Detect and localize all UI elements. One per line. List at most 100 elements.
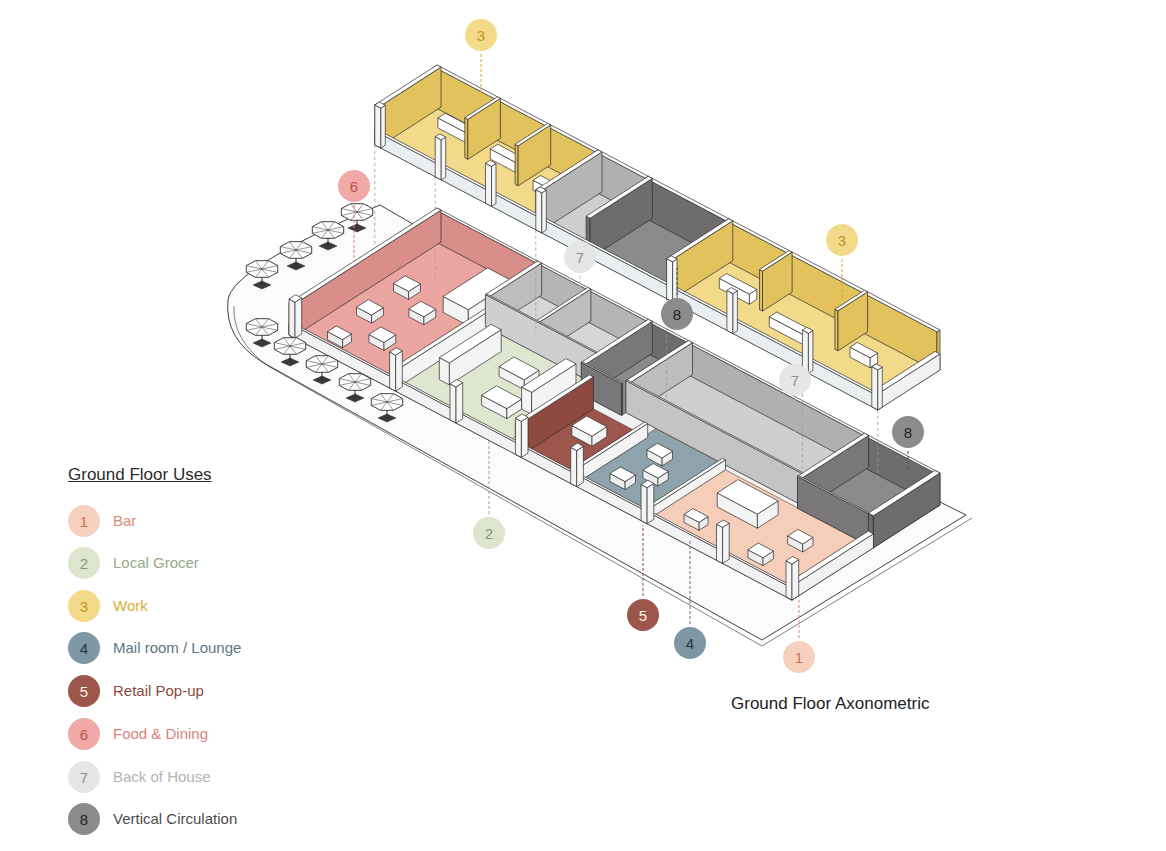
umbrella-rib — [355, 379, 371, 382]
interior-element — [394, 276, 421, 292]
callout-circle: 1 — [783, 641, 815, 673]
column — [542, 190, 547, 233]
legend-number: 6 — [80, 727, 88, 742]
umbrella-rib — [357, 209, 373, 212]
callout-circle: 8 — [661, 298, 693, 330]
umbrella-rib — [322, 361, 338, 364]
column — [786, 557, 799, 565]
umbrella-rib — [322, 222, 329, 230]
interior-element — [328, 326, 352, 340]
site-ground — [228, 205, 966, 640]
legend-heading: Ground Floor Uses — [68, 465, 212, 485]
column — [641, 480, 654, 488]
callout-number: 8 — [904, 425, 912, 440]
end-wall — [873, 351, 940, 394]
interior-element — [586, 176, 652, 218]
column — [390, 348, 403, 356]
leader-line — [799, 598, 800, 638]
wall — [434, 65, 598, 152]
front-wall — [289, 323, 792, 600]
interior-element — [719, 274, 757, 295]
projection-line — [435, 177, 436, 280]
interior-element — [717, 480, 778, 515]
callout-number: 3 — [838, 233, 846, 248]
column — [435, 134, 446, 140]
column — [571, 447, 577, 486]
interior-element — [667, 219, 733, 261]
leader-line — [690, 540, 691, 624]
callout-number: 6 — [350, 179, 358, 194]
column — [289, 295, 302, 303]
front-wall — [289, 322, 794, 588]
leader-line — [677, 268, 678, 295]
column — [733, 291, 737, 334]
site-edge — [234, 306, 972, 646]
legend-swatch: 4 — [68, 632, 100, 664]
column — [641, 485, 647, 524]
interior-element — [748, 543, 774, 558]
column — [802, 327, 813, 333]
callout-number: 4 — [686, 636, 694, 651]
leader-line — [580, 276, 581, 298]
umbrella-rib — [290, 346, 297, 354]
column — [727, 290, 733, 333]
callout-number: 7 — [791, 373, 799, 388]
legend-text: Retail Pop-up — [113, 682, 204, 700]
interior-element — [536, 288, 591, 323]
umbrella-rib — [306, 364, 322, 367]
umbrella-rib — [328, 230, 335, 238]
end-wall — [868, 470, 940, 515]
interior-element — [610, 467, 636, 482]
umbrella-rib — [274, 346, 290, 349]
interior-element — [644, 460, 725, 522]
column — [390, 352, 396, 391]
interior-element — [482, 386, 522, 409]
legend-text: Work — [113, 597, 148, 615]
interior-element — [647, 443, 673, 458]
umbrella-rib — [387, 402, 394, 410]
end-wall — [792, 534, 873, 600]
interior-element — [850, 342, 878, 357]
umbrella-rib — [355, 382, 362, 390]
umbrella-rib — [341, 212, 357, 215]
column — [786, 561, 792, 600]
legend-text: Local Grocer — [113, 554, 199, 572]
interior-element — [369, 327, 396, 343]
interior-element — [357, 300, 384, 316]
callout-circle: 7 — [564, 241, 596, 273]
projection-line — [374, 145, 375, 248]
column — [878, 367, 883, 410]
legend-number: 5 — [80, 684, 88, 699]
interior-element — [760, 251, 793, 272]
interior-element — [835, 309, 838, 351]
interior-element — [536, 150, 602, 192]
column — [673, 259, 678, 302]
end-wall — [873, 473, 940, 548]
umbrella-canopy — [312, 222, 343, 239]
legend-swatch: 5 — [68, 675, 100, 707]
interior-element — [684, 509, 708, 523]
interior-element — [499, 357, 539, 380]
umbrella-canopy — [280, 242, 311, 259]
interior-element — [835, 290, 868, 311]
umbrella-rib — [262, 269, 269, 277]
umbrella-rib — [256, 319, 263, 327]
column — [435, 137, 441, 180]
umbrella-rib — [262, 327, 269, 335]
column — [717, 520, 730, 527]
callout-circle: 3 — [826, 224, 858, 256]
interior-element — [439, 324, 501, 363]
legend-swatch: 2 — [68, 547, 100, 579]
umbrella-canopy — [306, 356, 337, 373]
interior-element — [622, 383, 623, 416]
umbrella-canopy — [339, 374, 370, 391]
column — [486, 163, 492, 206]
callout-number: 2 — [485, 526, 493, 541]
column — [577, 446, 584, 486]
column — [381, 105, 385, 148]
interior-element — [409, 301, 436, 317]
column — [872, 364, 883, 370]
diagram-title: Ground Floor Axonometric — [731, 694, 929, 714]
legend-text: Vertical Circulation — [113, 810, 237, 828]
